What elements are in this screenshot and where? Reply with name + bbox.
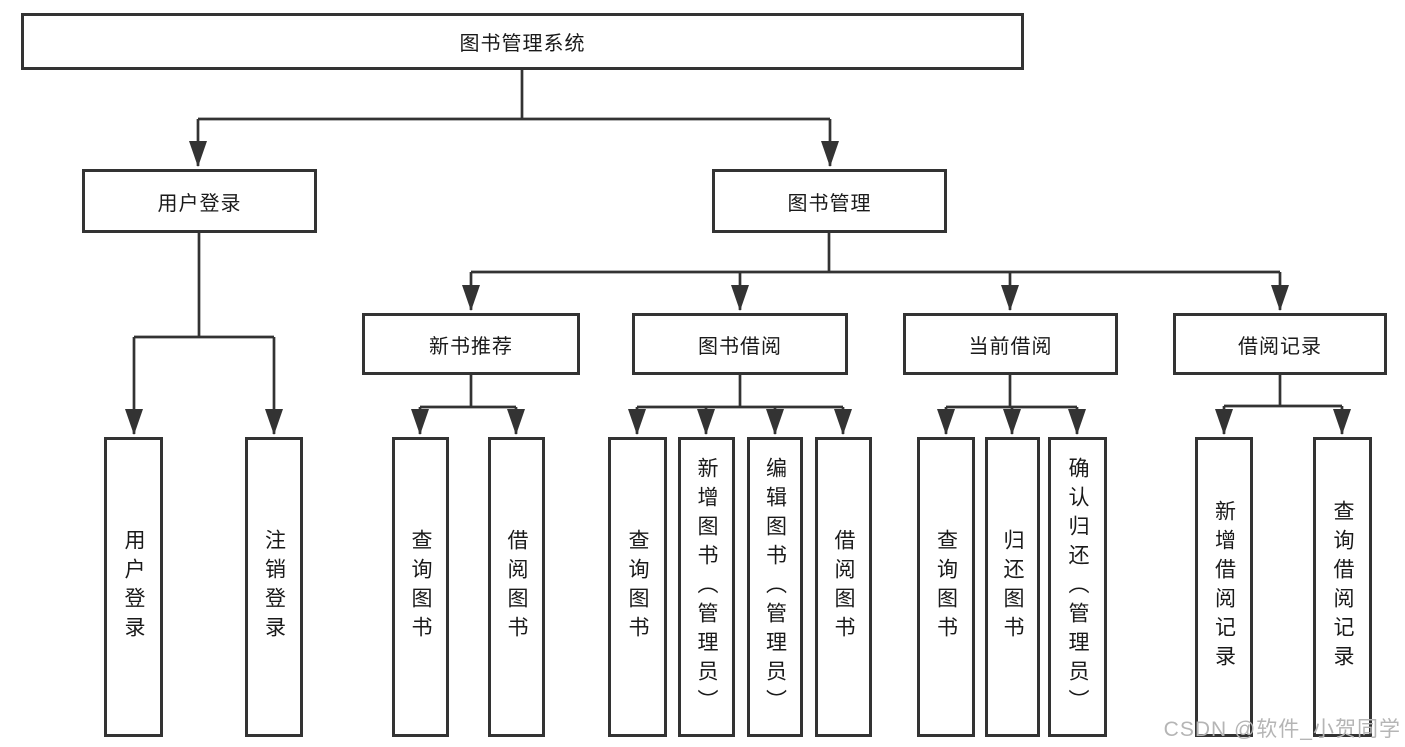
csdn-watermark: CSDN @软件_小贺同学 <box>1163 718 1401 741</box>
node-label: 用户登录 <box>122 529 145 645</box>
leaf-confirm-return-admin: 确认归还（管理员） <box>1048 437 1107 737</box>
leaf-logout: 注销登录 <box>245 437 303 737</box>
node-label: 查询图书 <box>626 529 649 645</box>
node-current-borrow: 当前借阅 <box>903 313 1118 375</box>
node-book-borrow: 图书借阅 <box>632 313 848 375</box>
leaf-add-borrow-record: 新增借阅记录 <box>1195 437 1253 737</box>
node-user-login: 用户登录 <box>82 169 317 233</box>
node-label: 查询借阅记录 <box>1331 500 1354 674</box>
node-label: 当前借阅 <box>968 335 1053 358</box>
node-label: 归还图书 <box>1001 529 1024 645</box>
node-borrow-records: 借阅记录 <box>1173 313 1387 375</box>
node-new-book-recommend: 新书推荐 <box>362 313 580 375</box>
leaf-user-login: 用户登录 <box>104 437 163 737</box>
leaf-borrow-books-borrow: 借阅图书 <box>815 437 872 737</box>
node-label: 图书借阅 <box>698 335 782 358</box>
node-label: 新书推荐 <box>429 335 513 358</box>
node-label: 新增图书（管理员） <box>695 456 718 718</box>
node-book-management: 图书管理 <box>712 169 947 233</box>
leaf-query-borrow-record: 查询借阅记录 <box>1313 437 1372 737</box>
leaf-add-books-admin: 新增图书（管理员） <box>678 437 735 737</box>
leaf-query-books-current: 查询图书 <box>917 437 975 737</box>
node-label: 借阅记录 <box>1238 335 1322 358</box>
node-label: 确认归还（管理员） <box>1066 456 1089 718</box>
node-label: 借阅图书 <box>832 529 855 645</box>
node-label: 图书管理系统 <box>459 33 586 55</box>
leaf-edit-books-admin: 编辑图书（管理员） <box>747 437 803 737</box>
leaf-query-books-borrow: 查询图书 <box>608 437 667 737</box>
node-label: 图书管理 <box>787 192 872 215</box>
node-label: 查询图书 <box>934 529 958 645</box>
leaf-borrow-books-recommend: 借阅图书 <box>488 437 545 737</box>
node-library-management-system: 图书管理系统 <box>21 13 1024 70</box>
node-label: 用户登录 <box>157 192 242 215</box>
node-label: 借阅图书 <box>505 529 528 645</box>
node-label: 查询图书 <box>409 529 432 645</box>
node-label: 新增借阅记录 <box>1212 500 1236 674</box>
leaf-return-books: 归还图书 <box>985 437 1040 737</box>
node-label: 编辑图书（管理员） <box>763 456 787 718</box>
node-label: 注销登录 <box>262 529 286 645</box>
leaf-query-books-recommend: 查询图书 <box>392 437 449 737</box>
